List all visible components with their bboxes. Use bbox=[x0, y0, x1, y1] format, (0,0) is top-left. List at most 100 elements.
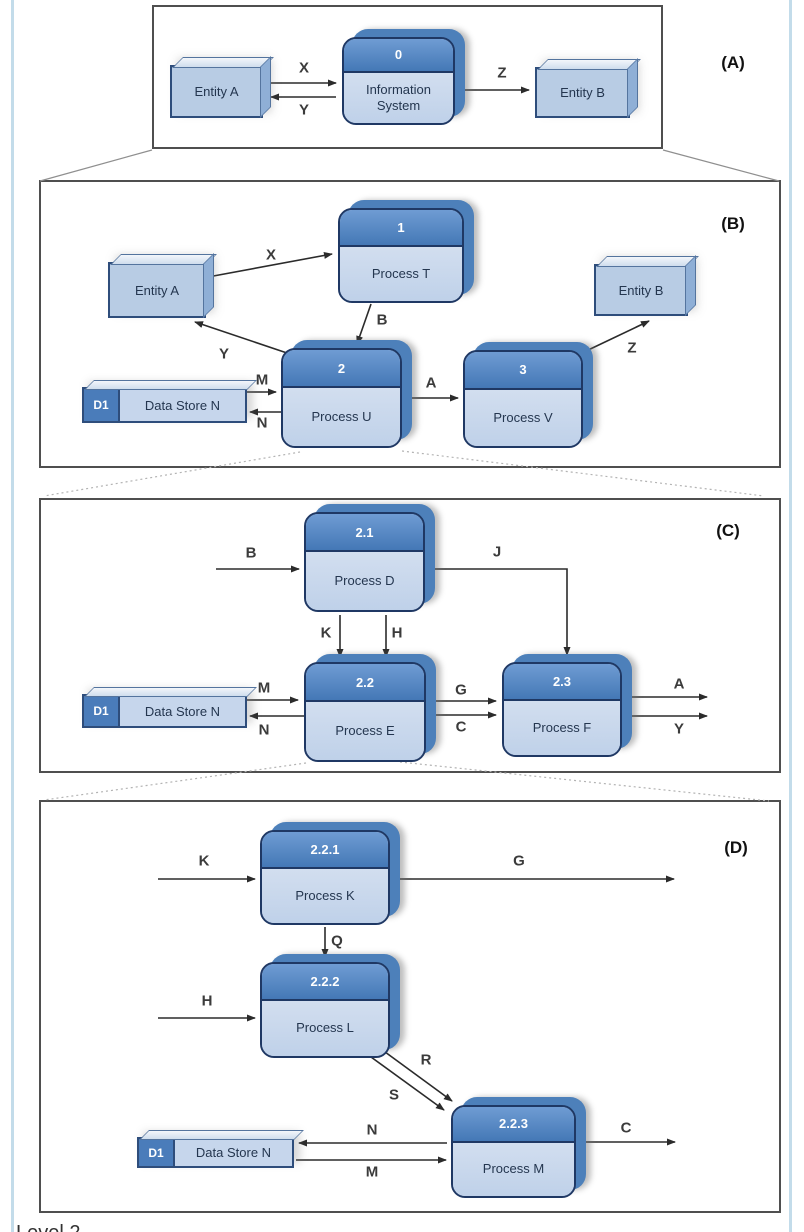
flow-label-k: K bbox=[320, 624, 332, 642]
flow-label-y: Y bbox=[218, 345, 230, 363]
process-shape: 3 Process V bbox=[463, 350, 583, 448]
process-name: Process F bbox=[504, 700, 620, 755]
flow-label-m: M bbox=[365, 1163, 379, 1181]
page-left-border bbox=[11, 0, 14, 1232]
entity-3d-side bbox=[203, 253, 214, 318]
entity-3d-top bbox=[537, 59, 641, 70]
process-3-v: 3 Process V bbox=[463, 342, 593, 448]
flow-label-z: Z bbox=[497, 64, 507, 82]
panel-d-tag: (D) bbox=[724, 838, 748, 857]
flow-label-g: G bbox=[513, 852, 525, 870]
entity-label: Entity A bbox=[134, 282, 180, 298]
process-shape: 0 Information System bbox=[342, 37, 455, 125]
flow-label-b: B bbox=[376, 311, 388, 329]
process-name: Process K bbox=[262, 868, 388, 923]
flow-label-j: J bbox=[492, 543, 502, 561]
process-shape: 1 Process T bbox=[338, 208, 464, 303]
process-name: Process T bbox=[340, 246, 462, 301]
datastore-name: Data Store N bbox=[120, 389, 245, 421]
entity-a-level0: Entity A bbox=[108, 253, 217, 318]
flow-label-y: Y bbox=[673, 720, 685, 738]
process-223-m: 2.2.3 Process M bbox=[451, 1097, 586, 1198]
process-number: 2.1 bbox=[306, 514, 423, 553]
entity-3d-top bbox=[110, 254, 217, 265]
process-0-information-system: 0 Information System bbox=[342, 29, 465, 125]
datastore-name: Data Store N bbox=[120, 696, 245, 726]
datastore-id: D1 bbox=[84, 696, 120, 726]
process-number: 2.2.2 bbox=[262, 964, 388, 1001]
datastore-name: Data Store N bbox=[175, 1139, 292, 1166]
flow-label-h: H bbox=[391, 624, 403, 642]
datastore-3d-top bbox=[84, 687, 257, 697]
flow-label-n: N bbox=[366, 1121, 378, 1139]
entity-label: Entity B bbox=[560, 85, 605, 100]
process-shape: 2.3 Process F bbox=[502, 662, 622, 757]
entity-label: Entity A bbox=[194, 84, 239, 99]
process-shape: 2.2.3 Process M bbox=[451, 1105, 576, 1198]
process-shape: 2.2.1 Process K bbox=[260, 830, 390, 925]
process-shape: 2.2 Process E bbox=[304, 662, 426, 762]
datastore-id: D1 bbox=[139, 1139, 175, 1166]
flow-label-y: Y bbox=[298, 101, 310, 119]
flow-label-m: M bbox=[255, 371, 269, 389]
flow-label-x: X bbox=[298, 59, 310, 77]
panel-a-tag: (A) bbox=[721, 53, 745, 72]
flow-label-m: M bbox=[257, 679, 271, 697]
flow-label-a: A bbox=[425, 374, 437, 392]
panel-b-tag: (B) bbox=[721, 214, 745, 233]
process-1-t: 1 Process T bbox=[338, 200, 474, 303]
process-shape: 2 Process U bbox=[281, 348, 402, 448]
process-shape: 2.2.2 Process L bbox=[260, 962, 390, 1058]
process-22-e: 2.2 Process E bbox=[304, 654, 436, 762]
process-23-f: 2.3 Process F bbox=[502, 654, 632, 757]
process-shape: 2.1 Process D bbox=[304, 512, 425, 612]
process-number: 2.3 bbox=[504, 664, 620, 701]
flow-label-q: Q bbox=[331, 932, 343, 950]
process-222-l: 2.2.2 Process L bbox=[260, 954, 400, 1058]
process-number: 2 bbox=[283, 350, 400, 389]
flow-label-r: R bbox=[420, 1051, 432, 1069]
process-name: Process D bbox=[306, 552, 423, 610]
process-name: Process E bbox=[306, 702, 424, 760]
flow-label-s: S bbox=[388, 1086, 400, 1104]
panel-a-frame bbox=[152, 5, 663, 149]
datastore-id: D1 bbox=[84, 389, 120, 421]
expand-a-b-left-line bbox=[39, 149, 153, 182]
entity-label: Entity B bbox=[618, 282, 664, 298]
process-21-d: 2.1 Process D bbox=[304, 504, 435, 612]
flow-label-z: Z bbox=[627, 339, 637, 357]
page-right-border bbox=[789, 0, 792, 1232]
flow-label-c: C bbox=[620, 1119, 632, 1137]
process-221-k: 2.2.1 Process K bbox=[260, 822, 400, 925]
flow-label-a: A bbox=[673, 675, 685, 693]
process-number: 2.2.1 bbox=[262, 832, 388, 869]
process-2-u: 2 Process U bbox=[281, 340, 412, 448]
process-number: 1 bbox=[340, 210, 462, 247]
data-store-n-level0: D1 Data Store N bbox=[82, 380, 257, 423]
datastore-3d-top bbox=[84, 380, 257, 390]
flow-label-h: H bbox=[201, 992, 213, 1010]
process-name: Process L bbox=[262, 1000, 388, 1056]
process-number: 3 bbox=[465, 352, 581, 390]
entity-b-level0: Entity B bbox=[594, 255, 699, 316]
process-name: Information System bbox=[344, 72, 453, 123]
flow-label-c: C bbox=[455, 718, 467, 736]
entity-a-context: Entity A bbox=[170, 56, 274, 118]
process-name: Process V bbox=[465, 389, 581, 446]
expand-a-b-right-line bbox=[662, 149, 780, 182]
panel-c-tag: (C) bbox=[716, 521, 740, 540]
data-store-n-level2: D1 Data Store N bbox=[82, 687, 257, 728]
flow-label-n: N bbox=[258, 721, 270, 739]
entity-3d-top bbox=[596, 256, 699, 267]
figure-caption-fragment: Level 2 bbox=[16, 1222, 81, 1232]
flow-label-x: X bbox=[265, 246, 277, 264]
process-number: 0 bbox=[344, 39, 453, 73]
flow-label-b: B bbox=[245, 544, 257, 562]
data-store-n-level3: D1 Data Store N bbox=[137, 1130, 304, 1168]
entity-b-context: Entity B bbox=[535, 58, 641, 118]
datastore-3d-top bbox=[139, 1130, 304, 1140]
process-number: 2.2.3 bbox=[453, 1107, 574, 1143]
flow-label-g: G bbox=[455, 681, 467, 699]
process-name: Process U bbox=[283, 388, 400, 446]
